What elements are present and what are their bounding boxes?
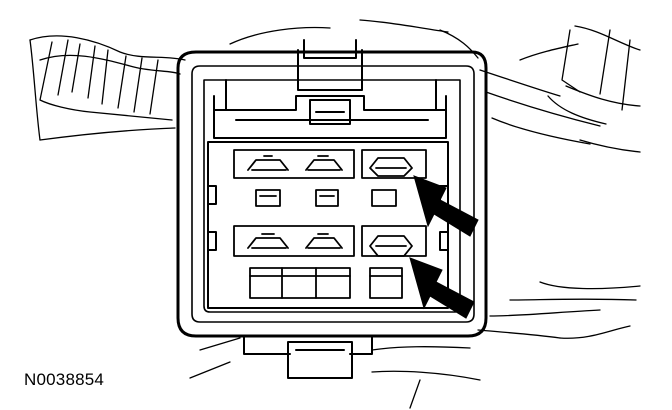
terminal-5 — [305, 233, 343, 249]
figure-reference-code: N0038854 — [24, 370, 105, 389]
top-latch — [213, 39, 447, 139]
callout-arrow-lower — [409, 257, 475, 319]
terminal-row-lower — [233, 225, 427, 299]
terminal-4 — [247, 233, 289, 249]
terminal-6-highlighted — [369, 235, 413, 257]
terminal-row-upper — [233, 149, 427, 207]
terminal-2 — [305, 155, 343, 171]
harness-background-sketch — [29, 19, 641, 409]
bottom-latch — [243, 335, 373, 379]
terminal-3-highlighted — [369, 157, 413, 177]
terminal-1 — [247, 155, 289, 171]
callout-arrow-upper — [413, 175, 479, 237]
